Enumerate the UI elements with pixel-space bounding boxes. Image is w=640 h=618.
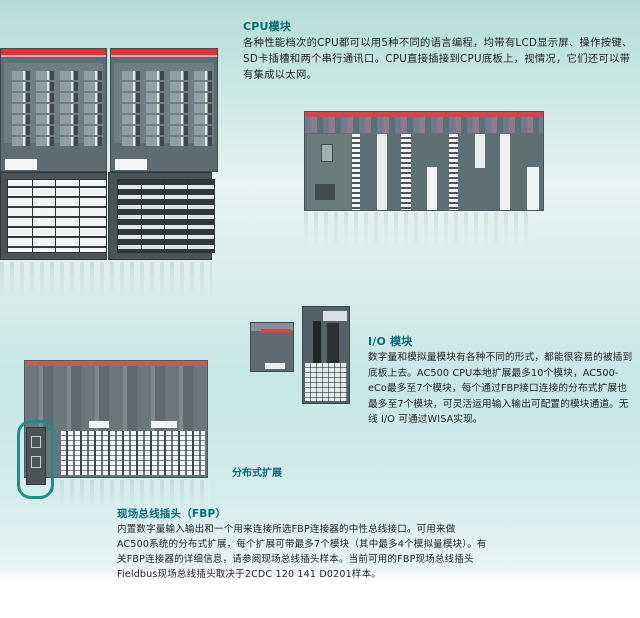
cpu-section-body: 各种性能档次的CPU都可以用5种不同的语言编程，均带有LCD显示屏、操作按键、S… (243, 37, 633, 81)
module-label (115, 159, 147, 170)
fbp-section-title: 现场总线插头（FBP） (117, 508, 227, 520)
plc-rack-photo (304, 111, 544, 211)
distributed-expansion-caption: 分布式扩展 (232, 468, 282, 479)
distributed-photo-reflection (60, 480, 210, 508)
io-section-title: I/O 模块 (368, 335, 413, 348)
cpu-module-left (0, 48, 107, 172)
io-module-photo (250, 322, 294, 372)
fbp-section: 现场总线插头（FBP） 内置数字量输入输出和一个用来连接所选FBP连接器的中性总… (117, 506, 487, 582)
terminal-block-right (108, 172, 215, 260)
terminal-block-left (0, 172, 107, 260)
distributed-expansion-photo (24, 360, 208, 478)
fbp-section-body: 内置数字量输入输出和一个用来连接所选FBP连接器的中性总线接口。可用来做AC50… (117, 524, 487, 580)
cpu-section-title: CPU模块 (243, 20, 292, 33)
cpu-photo-reflection (0, 262, 212, 298)
fieldbus-plug (26, 427, 46, 485)
io-section-body: 数字量和模拟量模块有各种不同的形式，都能很容易的被插到底板上去。AC500 CP… (368, 352, 633, 425)
cpu-module-right (110, 48, 218, 172)
io-terminal-base-photo (302, 306, 350, 404)
cpu-unit (307, 134, 351, 210)
cpu-module-photo (0, 48, 222, 263)
plc-rack-reflection (304, 212, 534, 248)
cpu-section: CPU模块 各种性能档次的CPU都可以用5种不同的语言编程，均带有LCD显示屏、… (243, 18, 635, 83)
module-red-bar (111, 49, 217, 57)
module-label (5, 159, 37, 170)
module-red-bar (1, 49, 106, 57)
fieldbus-plug-highlight (17, 420, 54, 499)
io-section: I/O 模块 数字量和模拟量模块有各种不同的形式，都能很容易的被插到底板上去。A… (368, 333, 636, 428)
